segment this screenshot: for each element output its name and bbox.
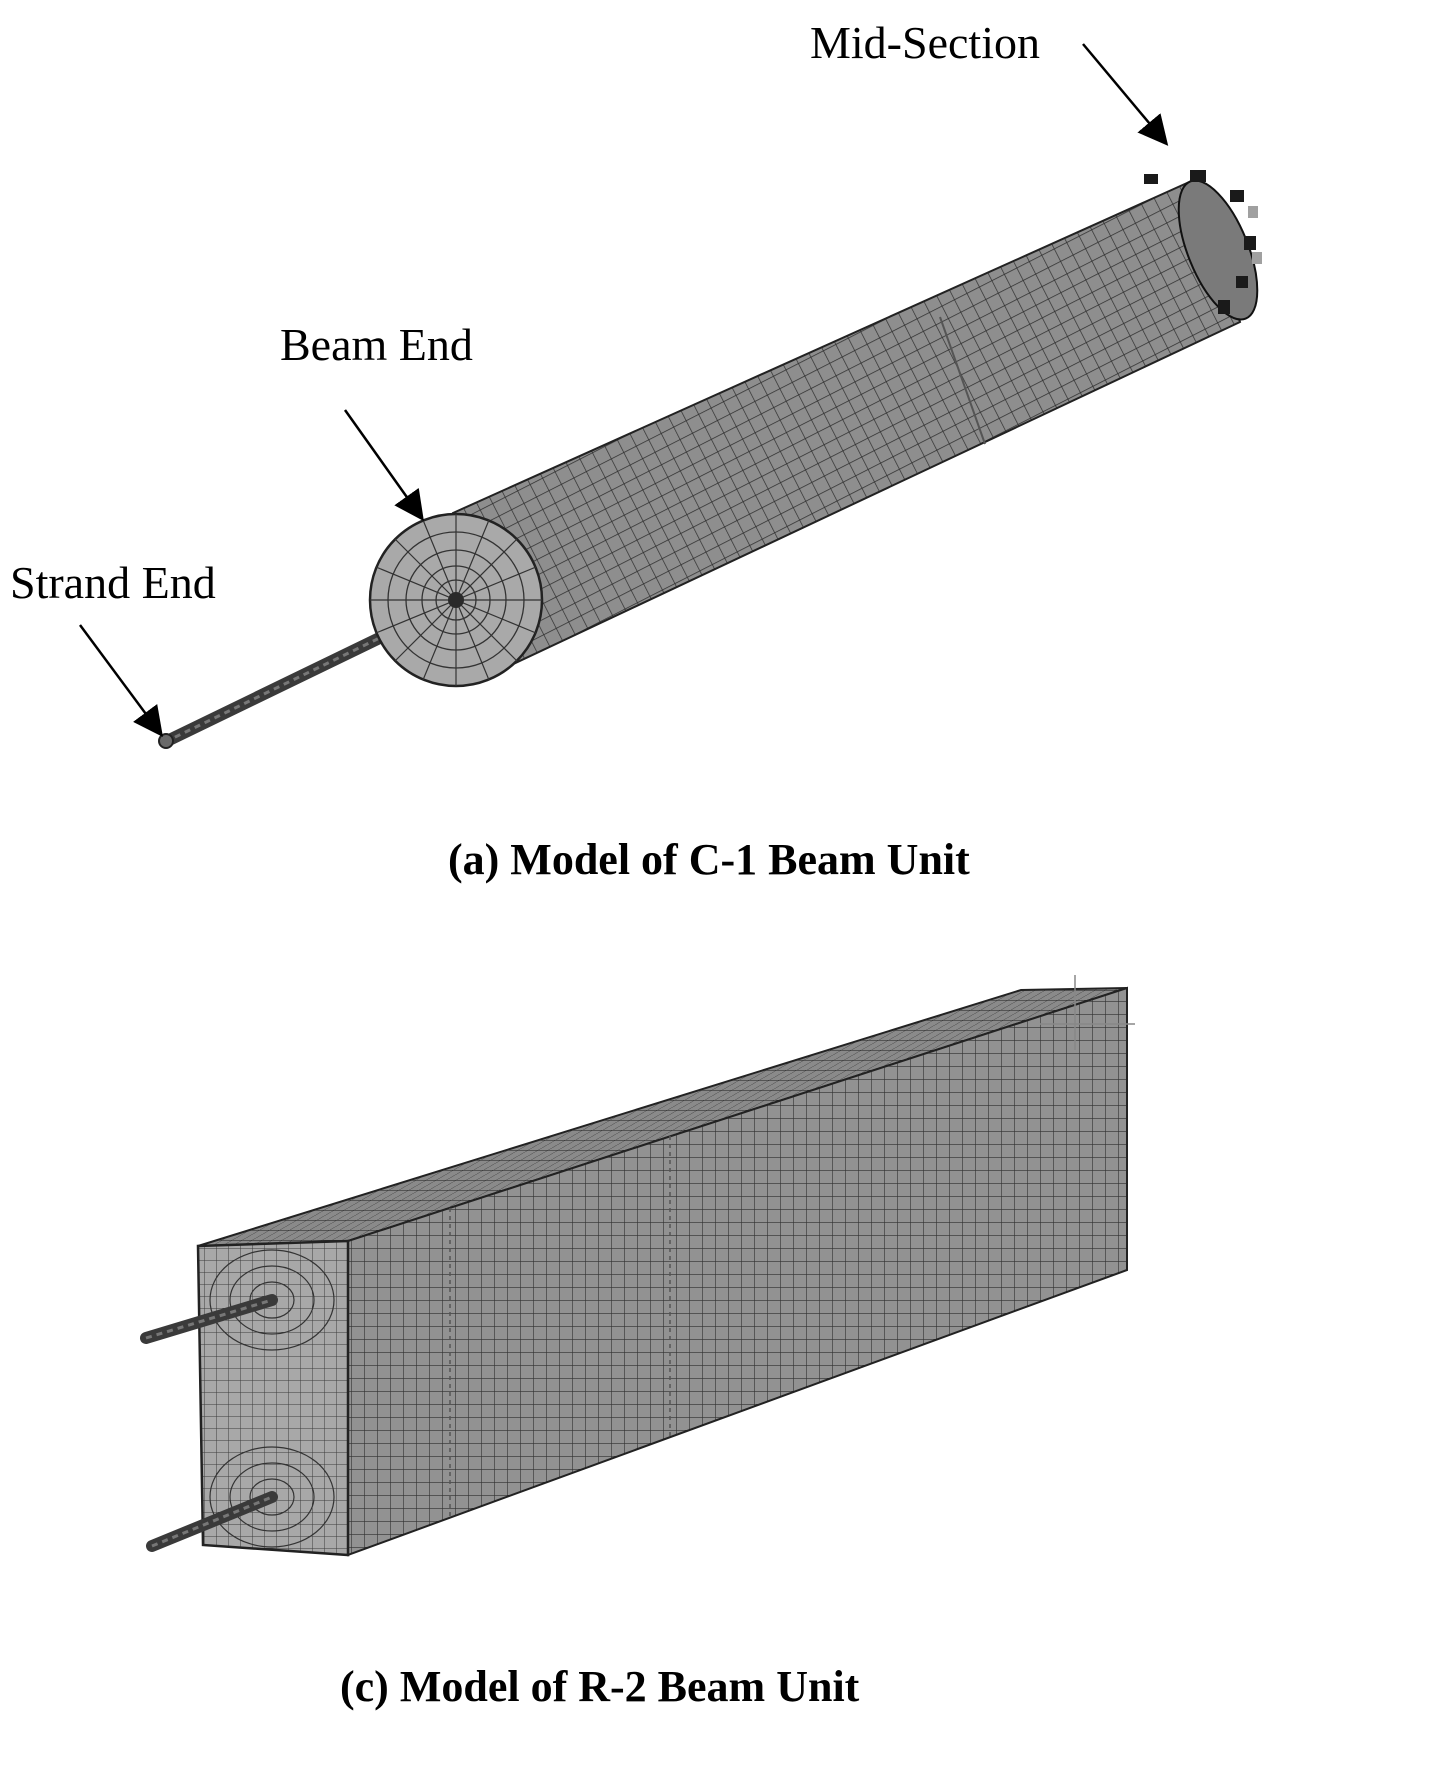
mid-section-arrow [1082, 43, 1169, 146]
r2-beam-model [140, 975, 1135, 1557]
mid-section-label: Mid-Section [810, 17, 1040, 68]
axis-triad-icon [1040, 975, 1135, 1050]
figure-a-caption: (a) Model of C-1 Beam Unit [448, 835, 970, 884]
r2-strands [140, 1294, 278, 1552]
c1-beam-model [78, 43, 1262, 749]
c1-cylinder-body [451, 177, 1242, 685]
c1-annotation-arrows [78, 43, 1169, 738]
strand-end-label: Strand End [10, 557, 216, 608]
c1-beam-end-face [368, 512, 544, 688]
beam-end-arrow [343, 409, 424, 522]
beam-end-label: Beam End [280, 319, 473, 370]
figure-c-caption: (c) Model of R-2 Beam Unit [340, 1662, 860, 1711]
strand-end-arrow [78, 624, 163, 738]
r2-side-face [347, 986, 1128, 1557]
r2-end-face-radial-mesh [209, 1249, 335, 1548]
c1-mid-section-cap [1144, 170, 1262, 321]
r2-end-face [196, 1239, 350, 1557]
